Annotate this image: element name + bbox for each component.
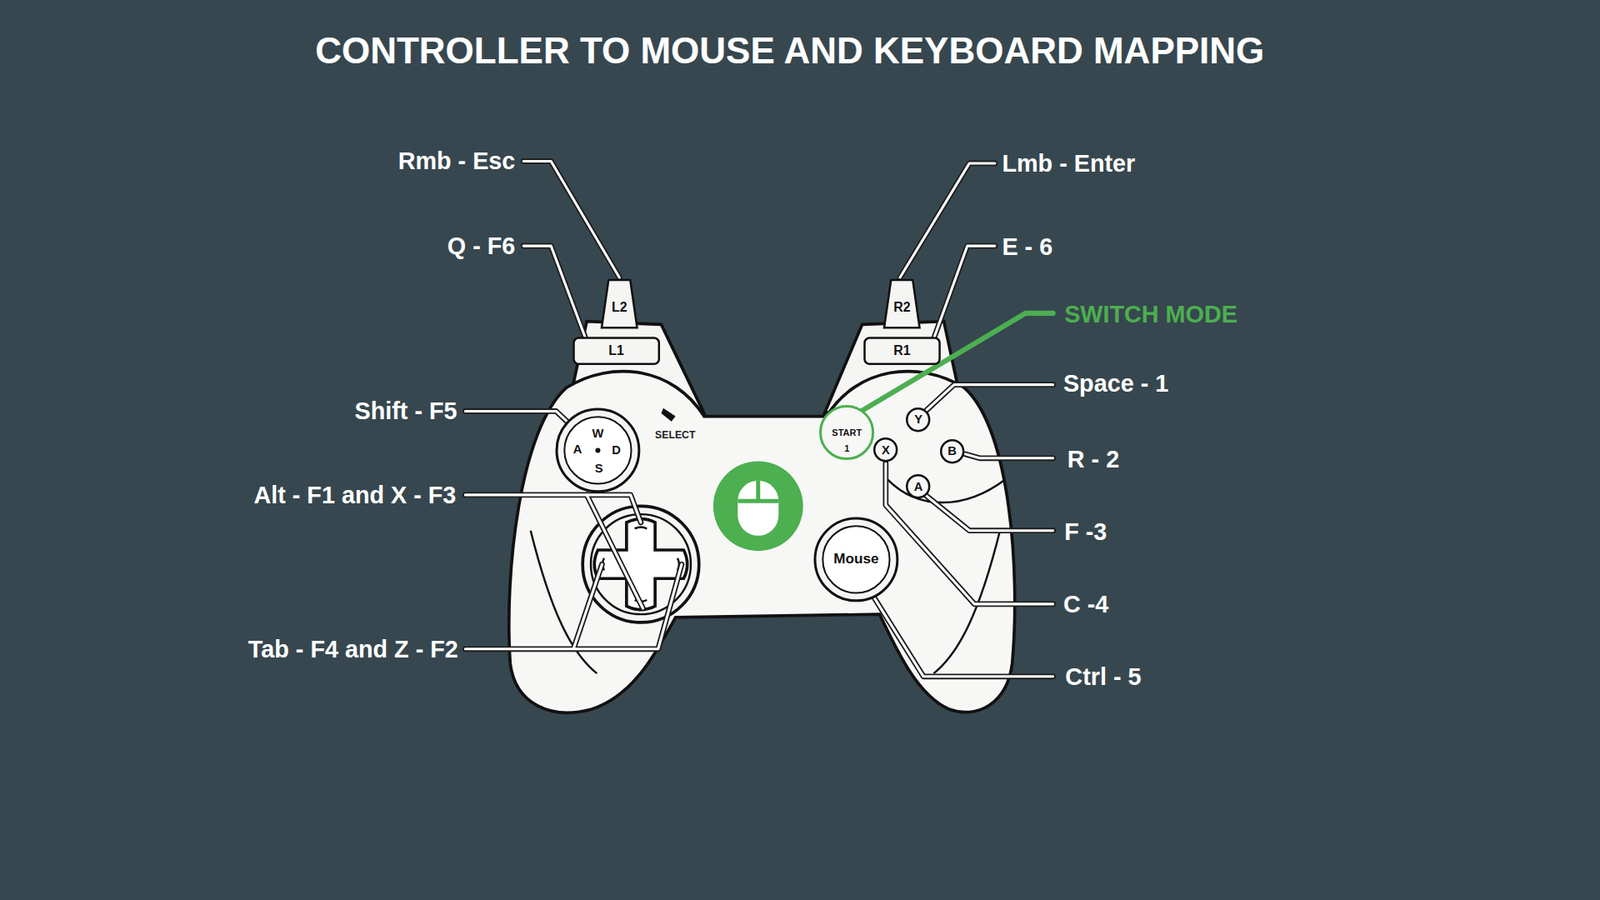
leader-line xyxy=(867,586,1054,677)
leader-line xyxy=(926,495,1054,531)
trigger-outline xyxy=(601,280,638,328)
button-name: SELECT xyxy=(655,430,695,440)
controller-part xyxy=(509,371,1015,714)
leader-line xyxy=(465,495,641,523)
trigger-outline xyxy=(884,280,920,328)
button-circle xyxy=(907,475,930,499)
mapping-label: Rmb - Esc xyxy=(398,149,516,174)
mapping-label: Lmb - Enter xyxy=(1001,151,1135,176)
mapping-label: SWITCH MODE xyxy=(1064,302,1238,327)
bumper-outline xyxy=(864,338,940,365)
mapping-label: Alt - F1 and X - F3 xyxy=(253,482,456,507)
button-label: Y xyxy=(914,413,923,426)
bumper-button: R1 xyxy=(863,336,941,365)
leader-line xyxy=(573,564,602,650)
leader-line xyxy=(900,163,995,278)
button-label: START xyxy=(831,429,862,439)
button-circle xyxy=(907,408,930,431)
face-button: Y xyxy=(905,407,930,432)
left-stick: WA DS xyxy=(555,407,641,494)
leader-line xyxy=(523,160,620,278)
face-button: X xyxy=(873,437,898,462)
controller-part xyxy=(660,408,675,422)
start-button: START 1 xyxy=(819,405,875,460)
stick-outer xyxy=(556,409,640,492)
leader-line xyxy=(965,454,1053,459)
leader-line xyxy=(573,564,602,650)
leader-line xyxy=(867,586,1054,677)
mapping-label: C -4 xyxy=(1063,592,1109,617)
leader-line xyxy=(465,564,682,650)
leader-line xyxy=(523,245,586,339)
leader-line xyxy=(933,245,995,339)
mapping-label: F -3 xyxy=(1064,520,1107,545)
mapping-label: R - 2 xyxy=(1067,447,1120,472)
stick-outer xyxy=(815,518,898,601)
button-label: X xyxy=(881,444,890,457)
leader-line xyxy=(523,160,620,278)
leader-line xyxy=(926,385,1054,411)
button-label: D xyxy=(611,444,621,457)
stick-inner xyxy=(564,416,631,484)
face-button: B xyxy=(940,439,965,464)
controller-part xyxy=(737,480,779,536)
button-circle xyxy=(874,439,897,462)
button-label: L1 xyxy=(608,344,625,358)
title: CONTROLLER TO MOUSE AND KEYBOARD MAPPING xyxy=(315,32,1265,70)
controller-part xyxy=(755,480,760,501)
bumper-outline xyxy=(573,338,659,365)
switch-mode-line xyxy=(849,313,1054,419)
controller-part xyxy=(713,460,804,551)
mapping-label: Q - F6 xyxy=(447,234,516,259)
trigger-button: R2 xyxy=(882,278,922,330)
button-circle xyxy=(820,406,874,460)
leader-line xyxy=(586,495,643,609)
leader-line xyxy=(885,463,1054,605)
stick-center xyxy=(595,447,601,453)
button-label: R2 xyxy=(893,300,910,315)
button-label: A xyxy=(914,480,924,494)
mapping-label: Tab - F4 and Z - F2 xyxy=(248,636,459,661)
controller-part xyxy=(635,526,648,529)
right-stick: Mouse xyxy=(813,516,900,603)
leader-line xyxy=(465,495,641,523)
face-button: A xyxy=(905,474,930,499)
mapping-label: E - 6 xyxy=(1001,235,1053,260)
button-label: L2 xyxy=(611,300,628,315)
button-label: S xyxy=(595,462,604,475)
stick-inner xyxy=(822,525,890,593)
leader-line xyxy=(926,495,1054,531)
leader-line xyxy=(926,385,1054,411)
button-label: 1 xyxy=(844,444,850,454)
button-label: A xyxy=(573,442,583,455)
button-label: B xyxy=(947,445,957,458)
mapping-label: Ctrl - 5 xyxy=(1065,664,1141,689)
leader-line xyxy=(965,454,1053,459)
leader-line xyxy=(900,163,995,278)
button-label: Mouse xyxy=(833,551,879,566)
bumper-button: L1 xyxy=(572,336,660,365)
button-circle xyxy=(940,440,964,463)
trigger-button: L2 xyxy=(600,278,640,330)
button-outline xyxy=(555,407,641,494)
controller-part xyxy=(887,480,1005,504)
controller-part xyxy=(737,499,779,504)
button-label: R1 xyxy=(893,344,910,358)
leader-line xyxy=(885,463,1054,605)
button-label: W xyxy=(592,427,605,440)
mapping-label: Space - 1 xyxy=(1063,371,1169,396)
leader-line xyxy=(465,564,682,650)
leader-line xyxy=(933,245,995,339)
leader-line xyxy=(523,245,586,339)
mapping-label: Shift - F5 xyxy=(355,399,458,424)
